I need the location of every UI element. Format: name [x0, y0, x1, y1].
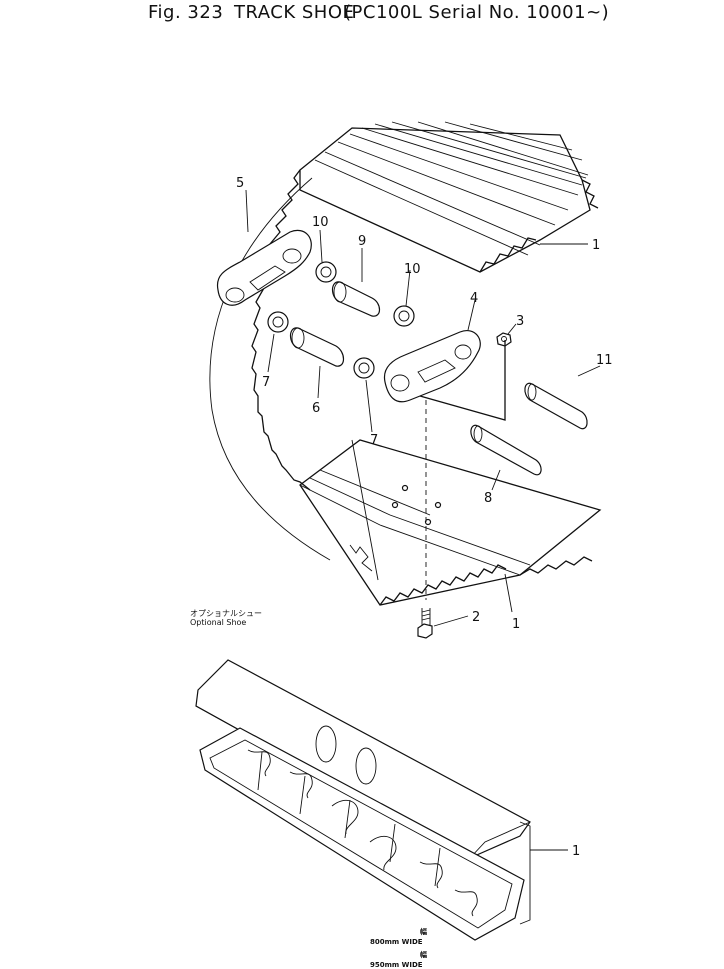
part-10-seal-right: [393, 305, 415, 327]
width-label-800: 800mm WIDE: [370, 938, 423, 946]
part-7-seal-right: [353, 357, 375, 379]
figure-title: Fig. 323 TRACK SHOE (PC100L Serial No. 1…: [0, 0, 724, 30]
track-shoes-top: [299, 121, 599, 273]
callout-4: 4: [470, 291, 478, 306]
callout-10-right: 10: [404, 262, 421, 277]
part-6-bushing: [289, 327, 345, 367]
callout-2: 2: [472, 610, 480, 625]
track-inner-edge: [209, 177, 331, 561]
callout-7-left: 7: [262, 375, 270, 390]
callout-9: 9: [358, 234, 366, 249]
width-label-800-jp: 幅: [420, 927, 427, 936]
optional-shoe-label: Optional Shoe: [190, 618, 246, 627]
part-10-seal-left: [315, 261, 337, 283]
part-7-seal-left: [267, 311, 289, 333]
callout-5: 5: [236, 176, 244, 191]
leader-lines: [245, 189, 601, 851]
callout-11: 11: [596, 353, 613, 368]
optional-shoe-label-jp: オプショナルシュー: [190, 609, 262, 618]
part-9-bushing: [331, 281, 381, 317]
part-8-pin: [470, 424, 542, 476]
part-11-pin: [524, 382, 588, 430]
callout-8: 8: [484, 491, 492, 506]
width-label-950-jp: 幅: [420, 950, 427, 959]
callout-3: 3: [516, 314, 524, 329]
part-2-bolt: [417, 608, 433, 639]
part-4-link-right: [383, 330, 481, 403]
figure-number: Fig. 323: [148, 2, 224, 23]
part-3-nut: [496, 332, 512, 347]
track-outer-edge: [251, 169, 311, 491]
width-label-950: 950mm WIDE: [370, 961, 423, 969]
part-5-link-left: [216, 229, 312, 306]
track-assembly: [209, 121, 602, 606]
callout-7-right: 7: [370, 433, 378, 448]
track-shoe-bottom: [299, 439, 602, 606]
figure-model: (PC100L Serial No. 10001~): [344, 2, 610, 23]
callout-1-top: 1: [592, 238, 600, 253]
callout-1-bottom: 1: [512, 617, 520, 632]
optional-shoe: [195, 659, 531, 941]
callout-1-optional: 1: [572, 844, 580, 859]
callout-10-left: 10: [312, 215, 329, 230]
callout-6: 6: [312, 401, 320, 416]
pin-to-link-arrow: [419, 340, 506, 421]
figure-name: TRACK SHOE: [234, 2, 355, 23]
